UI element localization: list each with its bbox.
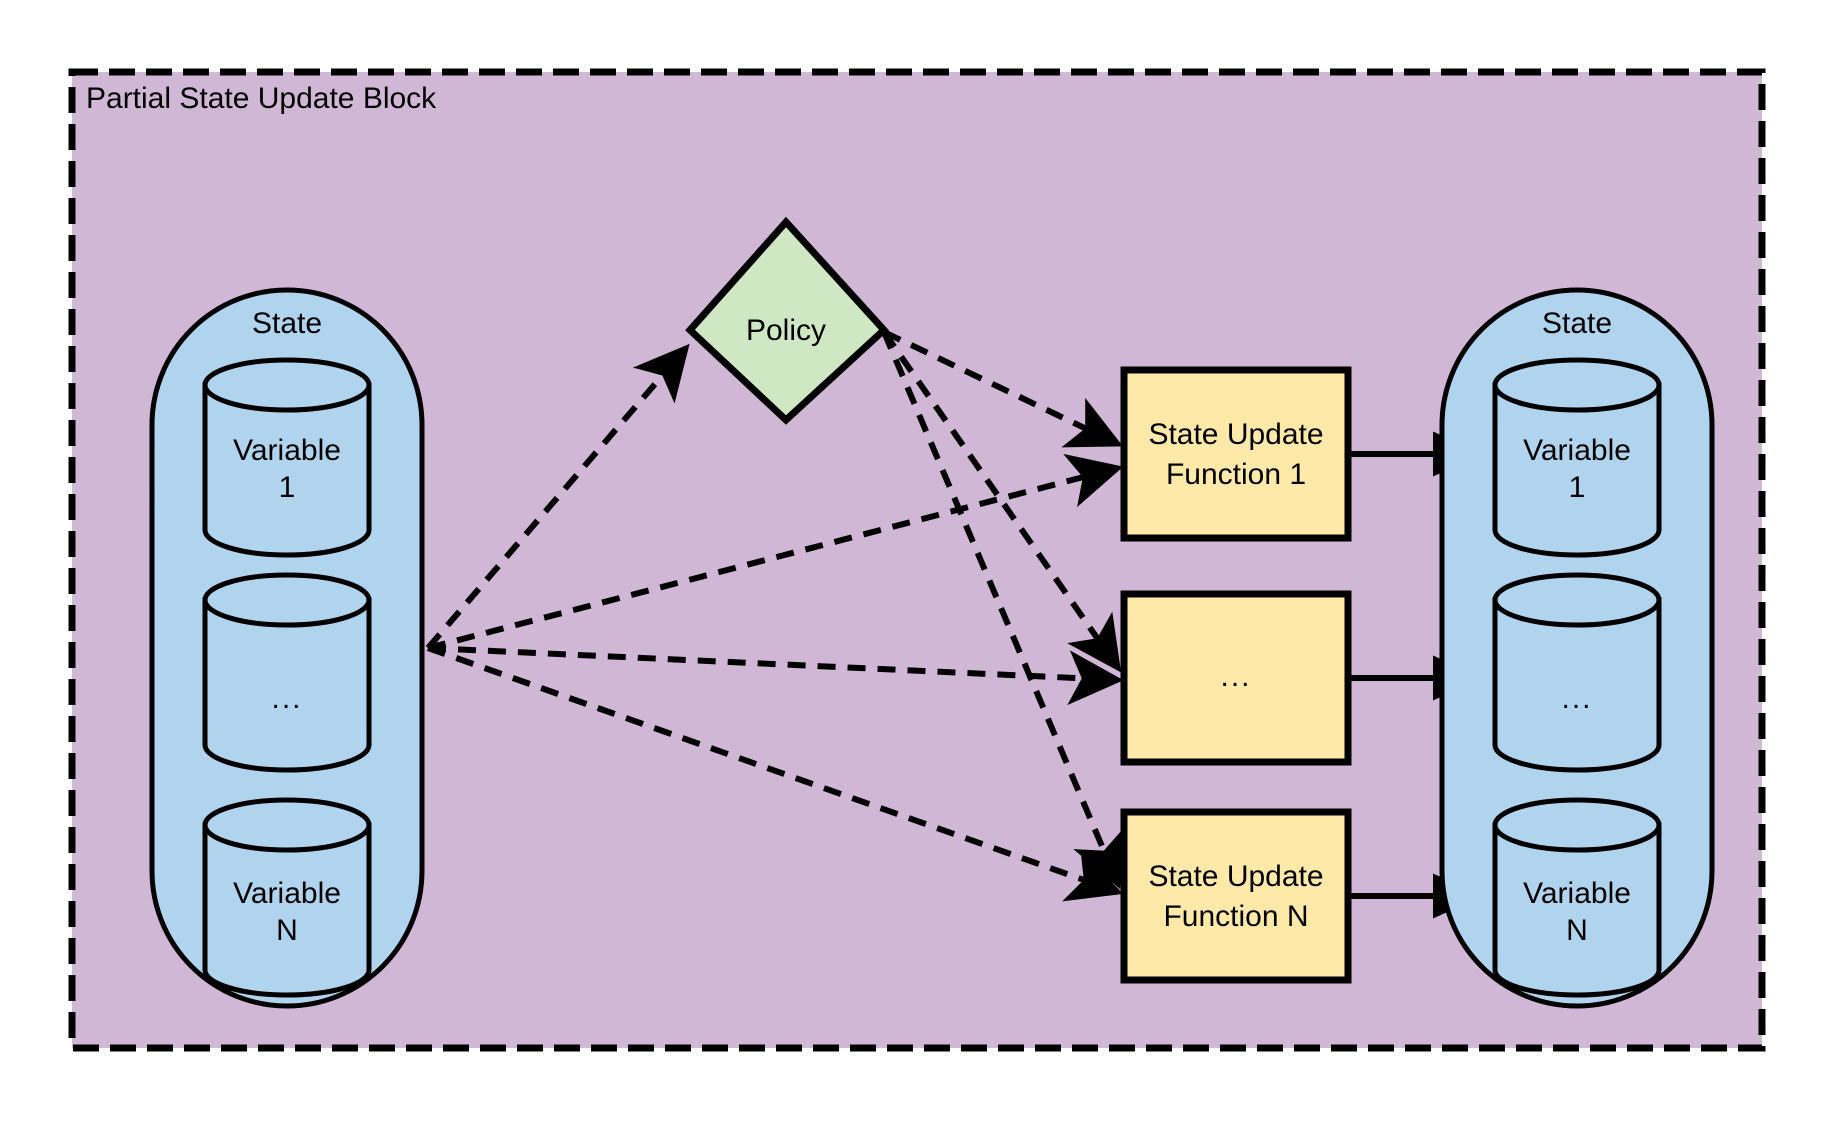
update-function-ellipsis[interactable]: ... — [1120, 590, 1352, 766]
input-variable-1-label-line1: Variable — [233, 434, 341, 467]
update-function-n[interactable]: State Update Function N — [1120, 808, 1352, 984]
output-variable-1-label-line2: 1 — [1569, 471, 1586, 504]
output-state-label: State — [1542, 307, 1612, 340]
update-function-n-label-line2: Function N — [1163, 900, 1308, 933]
update-function-1-box[interactable] — [1120, 366, 1352, 542]
output-variable-n-label-line2: N — [1566, 914, 1588, 947]
output-state-container: State Variable 1 ... Variable N — [1439, 287, 1715, 1009]
input-variable-1-label-line2: 1 — [279, 471, 296, 504]
policy-diamond-shape[interactable] — [685, 216, 889, 425]
cylinder-body — [202, 597, 372, 773]
cylinder-body — [1492, 822, 1662, 998]
output-variable-ellipsis-label: ... — [1561, 682, 1592, 715]
input-variable-n: Variable N — [202, 797, 372, 998]
cylinder-top — [1492, 797, 1662, 853]
cylinder-top — [1492, 572, 1662, 628]
input-variable-n-label-line1: Variable — [233, 877, 341, 910]
input-state-label: State — [252, 307, 322, 340]
cylinder-body — [202, 382, 372, 558]
cylinder-top — [202, 357, 372, 413]
cylinder-body — [1492, 597, 1662, 773]
input-state-container: State Variable 1 ... Variable N — [149, 287, 425, 1009]
output-variable-ellipsis: ... — [1492, 572, 1662, 773]
edge-state-to-update-function-ellipsis — [427, 645, 1124, 706]
edge-policy-to-update-function-ellipsis — [881, 330, 1122, 673]
edge-state-to-update-function-n — [426, 645, 1124, 902]
cylinder-body — [202, 822, 372, 998]
update-function-ellipsis-label: ... — [1220, 660, 1251, 693]
output-variable-1: Variable 1 — [1492, 357, 1662, 558]
block-title: Partial State Update Block — [86, 82, 437, 115]
input-state-outgoing-edges — [425, 343, 1124, 902]
edge-state-to-policy — [425, 343, 690, 650]
edge-policy-to-update-function-1 — [882, 329, 1123, 448]
update-function-1-label-line2: Function 1 — [1166, 458, 1306, 491]
cylinder-top — [202, 797, 372, 853]
edge-policy-to-update-function-n — [881, 330, 1124, 890]
update-function-ellipsis-box[interactable] — [1120, 590, 1352, 766]
cylinder-top — [202, 572, 372, 628]
policy-node[interactable]: Policy — [685, 216, 889, 425]
policy-label: Policy — [746, 314, 826, 347]
input-variable-ellipsis-label: ... — [271, 682, 302, 715]
input-variable-n-label-line2: N — [276, 914, 298, 947]
input-variable-ellipsis: ... — [202, 572, 372, 773]
policy-outgoing-edges — [881, 329, 1124, 890]
output-variable-1-label-line1: Variable — [1523, 434, 1631, 467]
output-variable-n: Variable N — [1492, 797, 1662, 998]
update-function-n-label-line1: State Update — [1148, 860, 1323, 893]
update-function-n-box[interactable] — [1120, 808, 1352, 984]
update-function-1[interactable]: State Update Function 1 — [1120, 366, 1352, 542]
input-variable-1: Variable 1 — [202, 357, 372, 558]
cylinder-top — [1492, 357, 1662, 413]
update-function-1-label-line1: State Update — [1148, 418, 1323, 451]
output-variable-n-label-line1: Variable — [1523, 877, 1631, 910]
cylinder-body — [1492, 382, 1662, 558]
